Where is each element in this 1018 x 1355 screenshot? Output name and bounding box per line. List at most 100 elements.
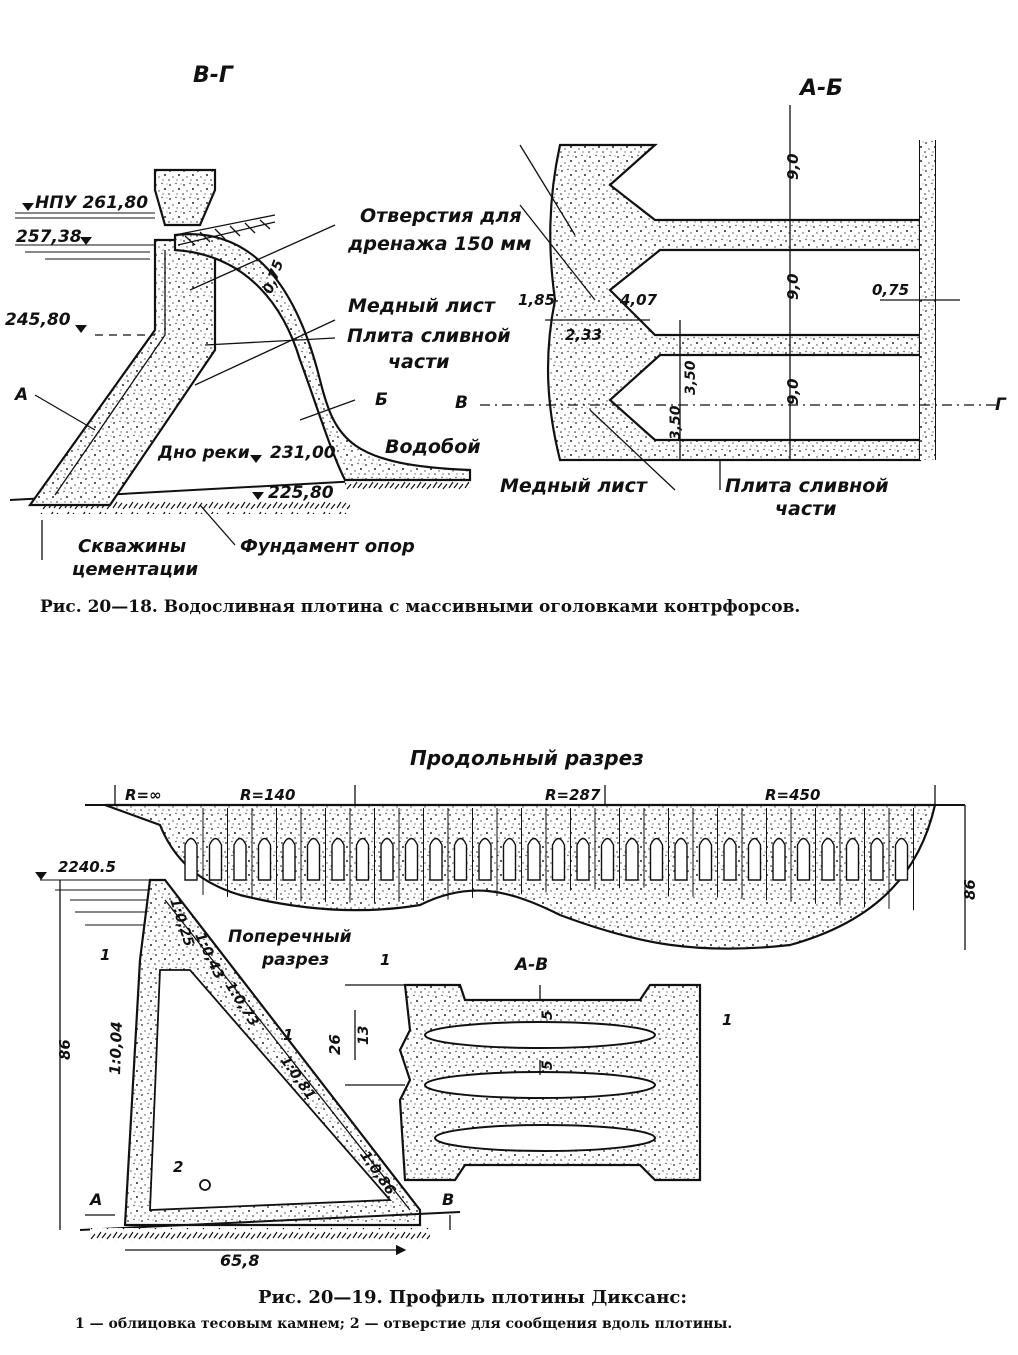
buttress-body [27, 238, 217, 507]
mark-1b: 1 [283, 1026, 293, 1044]
long-section-cavity [380, 837, 394, 881]
marker-npu [22, 203, 34, 211]
marker-231 [250, 455, 262, 463]
base-658: 65,8 [220, 1251, 259, 1270]
cross-section-label-1: Поперечный [228, 927, 352, 947]
mark-1a: 1 [100, 946, 110, 964]
long-section-cavity [184, 837, 198, 881]
slope-004: 1:0,04 [106, 1021, 126, 1075]
long-section-cavity [429, 837, 443, 881]
label-a-2: А [88, 1190, 102, 1209]
dim-185: 1,85 [518, 291, 555, 309]
section-av-title: А-В [513, 955, 548, 975]
dim-13: 13 [356, 1026, 372, 1045]
buttress-head [153, 168, 217, 227]
level-257-label: 257,38 [16, 227, 82, 247]
section-vg-drawing [9, 168, 472, 560]
long-section-cavity [698, 837, 713, 881]
long-section-cavity [453, 837, 468, 881]
long-section-cavity [551, 837, 566, 881]
plan-cavity-2 [424, 1071, 656, 1099]
cut-marks [85, 1214, 451, 1230]
mark-1c: 1 [380, 951, 390, 969]
spillway-slab [173, 233, 472, 482]
dim-350-b: 3,50 [668, 405, 684, 440]
long-section-cavity [306, 837, 321, 881]
long-section-cavity [257, 837, 272, 881]
long-section-cavity [502, 837, 517, 881]
long-section-cavity [600, 837, 615, 881]
base-ground [79, 1211, 461, 1231]
long-section-cavity [649, 837, 664, 881]
label-b: Б [375, 390, 388, 410]
height-86-right: 86 [961, 879, 979, 900]
leader-foundation [199, 504, 236, 546]
leader-b [299, 399, 356, 421]
long-section-cavity [282, 837, 296, 881]
wells-label-1: Скважины [78, 536, 186, 557]
section-ab-title: А-Б [798, 76, 843, 101]
long-section-cavity [674, 837, 688, 881]
leader-a [34, 394, 96, 431]
facing-line [164, 899, 411, 1211]
base-ground-hatch [90, 1228, 430, 1242]
dim-90-c: 9,0 [784, 378, 802, 405]
spill-plate-label-2: части [388, 351, 449, 373]
copper-sheet-label-b: Медный лист [500, 475, 648, 497]
dim-90-a: 9,0 [784, 153, 802, 180]
long-section-cavity [772, 837, 786, 881]
dim-233: 2,33 [565, 326, 602, 344]
long-section-cavity [870, 837, 884, 881]
leader-copper [194, 319, 336, 386]
mark-1d: 1 [722, 1011, 732, 1029]
reservoir-water [40, 879, 150, 926]
dim-5a: 5 [540, 1010, 556, 1020]
long-section-cavity [355, 837, 370, 881]
foundation-label: Фундамент опор [240, 536, 415, 557]
level-245-label: 245,80 [5, 310, 71, 330]
npu-label: НПУ 261,80 [35, 193, 148, 213]
r-inf: R=∞ [125, 786, 162, 804]
long-section-cavity [576, 837, 590, 881]
drain-label-2: дренажа 150 мм [347, 233, 531, 255]
cross-section-cavity [149, 969, 392, 1211]
radius-ticks [114, 785, 936, 805]
level-225-label: 225,80 [268, 483, 334, 503]
long-section-cavity [845, 837, 860, 881]
dim-407: 4,07 [619, 291, 658, 309]
height-86-left: 86 [56, 1039, 74, 1060]
dim-90-b: 9,0 [784, 273, 802, 300]
legend-20-19: 1 — облицовка тесовым камнем; 2 — отверс… [75, 1316, 732, 1332]
dim-075-b: 0,75 [872, 281, 909, 299]
leader-drain [189, 224, 336, 291]
long-section-cavity [821, 837, 835, 881]
r-450: R=450 [765, 786, 820, 804]
spill-plate-label-b1: Плита сливной [725, 475, 889, 497]
r-140: R=140 [240, 786, 295, 804]
dim-26: 26 [326, 1034, 344, 1055]
long-section-cavity [796, 837, 811, 881]
leader-plate [204, 337, 336, 346]
long-section-title: Продольный разрез [410, 746, 644, 770]
plan-cavity-1 [424, 1021, 656, 1049]
leader-drain-b [519, 144, 596, 301]
label-v: В [455, 393, 468, 413]
label-g: Г [995, 395, 1007, 415]
plan-cavity-3 [434, 1124, 656, 1152]
wells-label-2: цементации [72, 559, 198, 580]
section-vg-title: В-Г [193, 63, 234, 88]
long-section-cavities [184, 808, 914, 911]
long-section-cavity [208, 837, 223, 881]
ground-hatch [40, 500, 350, 514]
gallery-opening [199, 1179, 211, 1191]
caption-20-18: Рис. 20—18. Водосливная плотина с массив… [40, 597, 800, 617]
buttress-plan [546, 143, 922, 462]
long-section-cavity [625, 837, 639, 881]
drain-label-1: Отверстия для [360, 205, 522, 227]
level-231-label: 231,00 [270, 443, 336, 463]
long-section-cavity [894, 837, 909, 881]
spill-plate-label-b2: части [775, 498, 836, 520]
marker-245 [75, 325, 87, 333]
long-section-cavity [404, 837, 419, 881]
